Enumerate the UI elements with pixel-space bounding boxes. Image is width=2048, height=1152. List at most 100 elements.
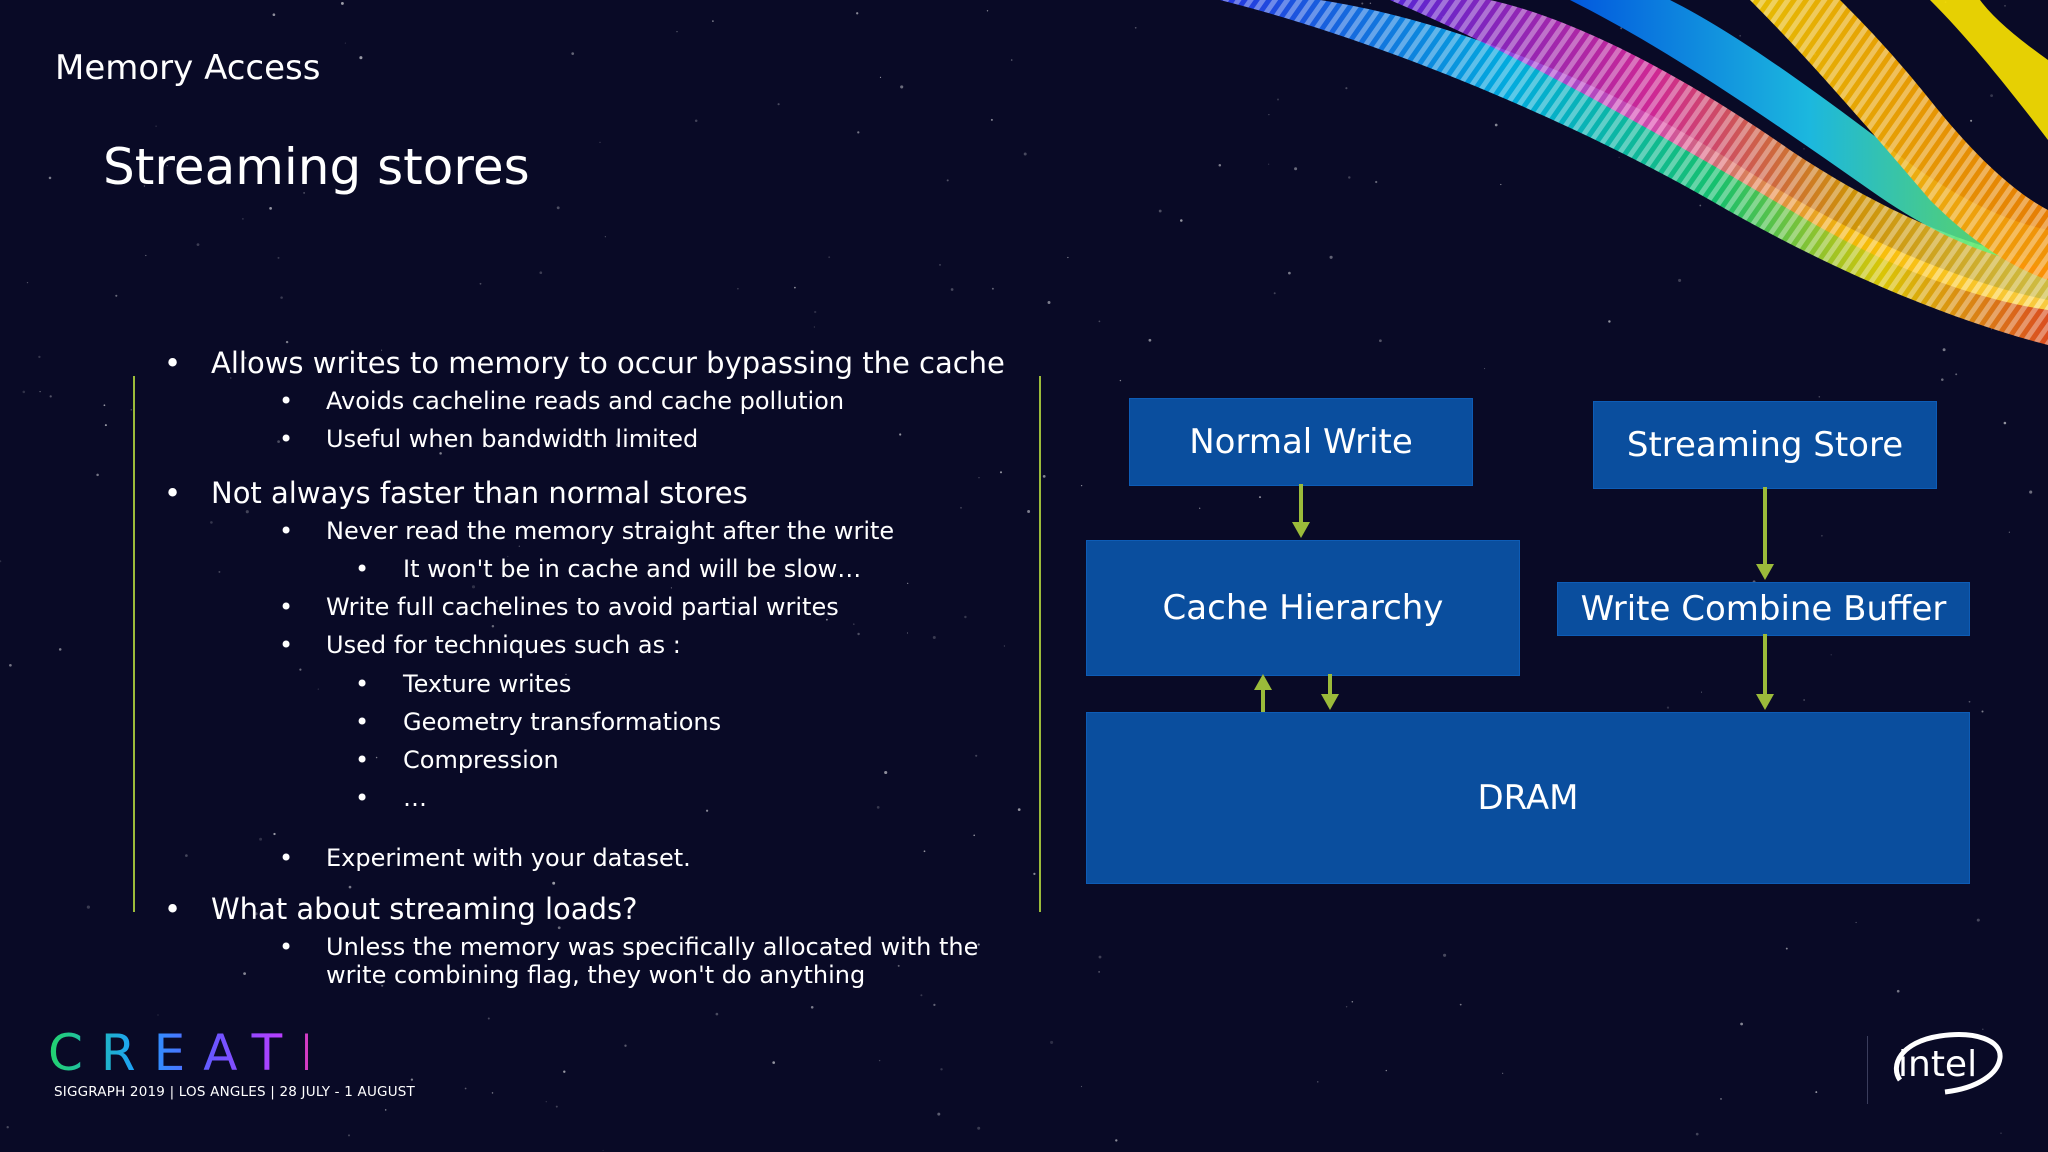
star [563, 1070, 566, 1073]
star [1268, 114, 1270, 116]
star [280, 296, 283, 299]
write-combine-buffer-label: Write Combine Buffer [1580, 589, 1947, 629]
star [1976, 918, 1980, 922]
star [1010, 59, 1013, 61]
normal-write-box: Normal Write [1129, 398, 1473, 486]
divider-line [1039, 376, 1041, 912]
star [906, 632, 909, 634]
star [38, 355, 41, 359]
star [1050, 1040, 1054, 1044]
star [772, 1061, 776, 1064]
star [900, 85, 904, 89]
star [347, 915, 350, 919]
bullet-text: Texture writes [403, 670, 572, 698]
decorative-ribbons [1220, 0, 2048, 345]
star [1818, 396, 1821, 398]
bullet-text: Used for techniques such as : [326, 631, 681, 659]
star [999, 471, 1003, 474]
bullet-dot: • [355, 670, 370, 698]
star [990, 118, 993, 121]
star [259, 837, 263, 841]
star [604, 236, 606, 238]
star [1941, 378, 1944, 381]
star [145, 254, 147, 257]
star [1288, 271, 1291, 275]
star [1990, 94, 1994, 98]
star [1443, 953, 1447, 957]
star [49, 395, 52, 398]
star [2029, 490, 2033, 494]
star [1855, 921, 1857, 924]
star [1785, 947, 1788, 950]
left-accent-line [133, 376, 135, 912]
star [1981, 710, 1984, 713]
star [1739, 35, 1741, 37]
star [1294, 167, 1298, 171]
star [986, 10, 989, 12]
bullet-dot: • [279, 631, 294, 659]
star [1608, 320, 1611, 323]
star [592, 712, 595, 715]
star [539, 271, 543, 275]
star [975, 754, 978, 757]
star [1042, 475, 1046, 478]
star [826, 618, 828, 621]
star [964, 615, 967, 619]
star [479, 282, 482, 285]
bullet-dot: • [279, 517, 294, 545]
star [828, 256, 831, 259]
star [1017, 808, 1021, 811]
star [1699, 204, 1702, 207]
star [1803, 699, 1805, 701]
star [856, 12, 859, 15]
star [277, 256, 280, 259]
streaming-store-label: Streaming Store [1626, 425, 1904, 465]
star [303, 192, 305, 194]
star [242, 218, 244, 220]
star [1821, 534, 1823, 537]
star [814, 310, 817, 314]
star [1329, 255, 1333, 259]
bullet-text: Never read the memory straight after the… [326, 517, 895, 545]
bullet-text: … [403, 784, 427, 812]
star [518, 545, 520, 547]
star [1361, 2, 1364, 5]
star [244, 356, 247, 359]
star [1970, 119, 1973, 122]
star [166, 165, 168, 167]
star [1080, 484, 1083, 487]
star [491, 624, 495, 628]
event-info: SIGGRAPH 2019 | LOS ANGLES | 28 JULY - 1… [54, 1084, 415, 1100]
star [210, 521, 213, 524]
star [299, 668, 302, 671]
star [1098, 971, 1100, 973]
star [705, 809, 709, 812]
star [408, 607, 411, 609]
star [1720, 1097, 1722, 1100]
star [359, 56, 363, 60]
star [1678, 278, 1682, 282]
star [1218, 163, 1222, 167]
slide-title: Streaming stores [103, 138, 530, 196]
star [507, 555, 509, 557]
arrow-normal-write-to-cache [1292, 484, 1310, 538]
star [456, 402, 458, 405]
star [694, 119, 698, 122]
star [1351, 1001, 1354, 1003]
star [1700, 691, 1703, 693]
star [1098, 320, 1101, 323]
bullet-text: write combining flag, they won't do anyt… [326, 961, 866, 989]
streaming-store-box: Streaming Store [1593, 401, 1937, 489]
star [555, 1105, 558, 1108]
star [487, 1017, 490, 1020]
star [564, 405, 567, 408]
star [1459, 1003, 1462, 1006]
star [624, 1044, 627, 1047]
star [439, 452, 442, 455]
star [991, 287, 994, 290]
star [853, 623, 855, 625]
star [1803, 148, 1805, 150]
star [973, 834, 975, 837]
star [269, 207, 272, 210]
